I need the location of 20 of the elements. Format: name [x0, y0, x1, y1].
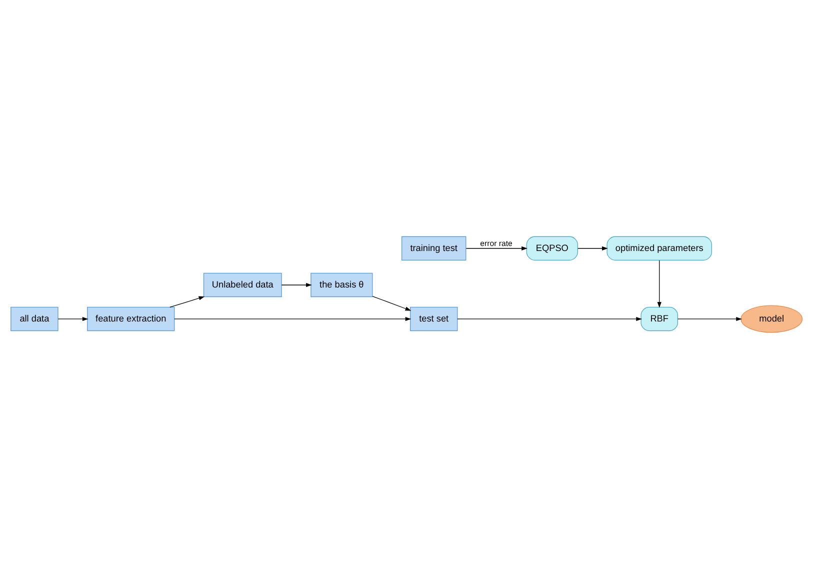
node-box: optimized parameters — [606, 236, 712, 260]
arrow — [170, 296, 205, 308]
node-ellipse: model — [740, 305, 803, 333]
node-box: the basis θ — [310, 272, 373, 298]
node-box: RBF — [640, 306, 678, 332]
arrow — [466, 246, 528, 250]
arrow — [678, 316, 742, 322]
arrow — [457, 316, 642, 322]
node-box: Unlabeled data — [203, 272, 282, 298]
arrow — [372, 296, 412, 311]
arrow — [657, 260, 662, 308]
arrow — [578, 246, 608, 250]
node-box: training test — [401, 236, 466, 260]
node-box: feature extraction — [87, 306, 175, 332]
node-box: EQPSO — [526, 236, 578, 260]
arrow — [58, 316, 88, 322]
node-box: all data — [10, 306, 58, 332]
arrow — [174, 316, 412, 322]
node-box: test set — [410, 306, 458, 332]
arrow — [281, 282, 312, 288]
